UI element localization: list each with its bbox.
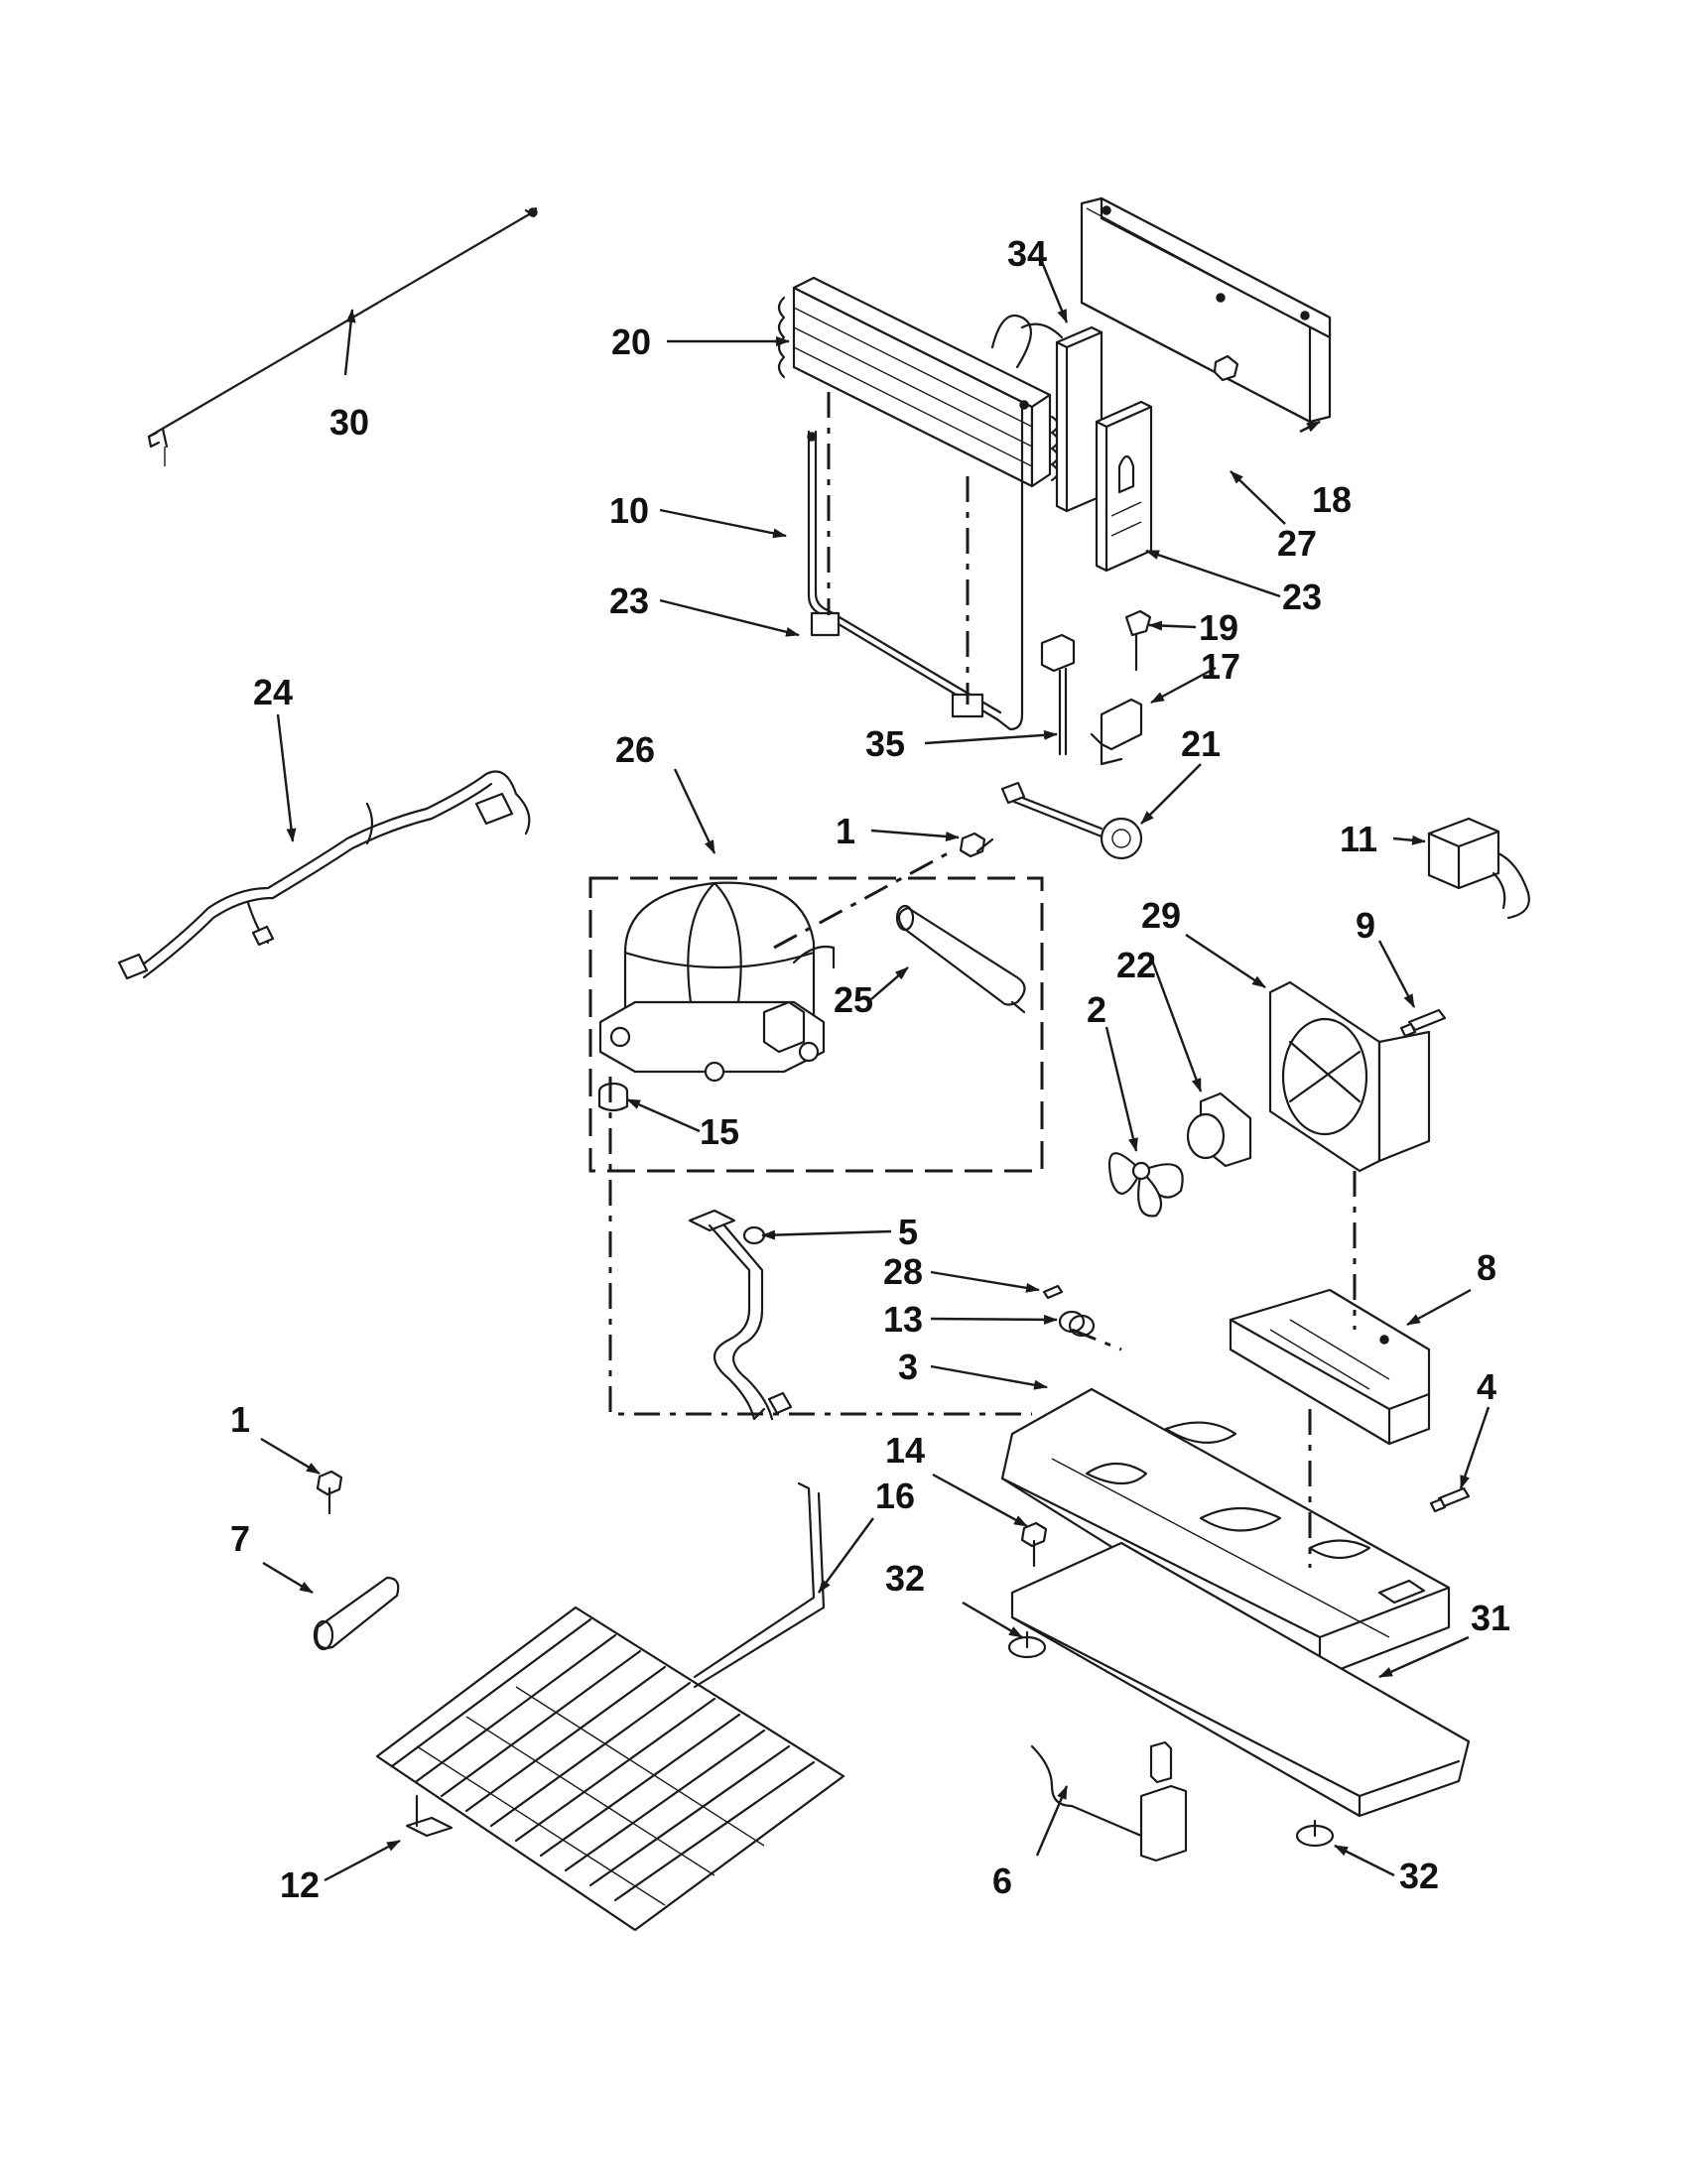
callout-29: 29 <box>1141 895 1181 936</box>
callout-12: 12 <box>280 1864 320 1905</box>
callout-1-upper: 1 <box>836 811 855 851</box>
callout-32-lower: 32 <box>1399 1856 1439 1896</box>
part-relay-11 <box>1427 817 1530 920</box>
part-fan-motor-22 <box>1186 1092 1252 1168</box>
part-bracket-23 <box>1095 400 1153 573</box>
part-sleeve-7 <box>313 1576 400 1651</box>
part-plug-28 <box>1042 1284 1064 1300</box>
part-grommet-13 <box>1058 1310 1096 1338</box>
callout-7: 7 <box>230 1518 250 1559</box>
callout-21: 21 <box>1181 723 1221 764</box>
part-clip-12 <box>405 1794 454 1838</box>
callout-labels: 30 20 34 18 27 10 23 23 19 17 35 21 24 2… <box>230 233 1510 1905</box>
part-foot-32-lower <box>1295 1819 1335 1848</box>
part-foot-32-upper <box>1007 1630 1047 1659</box>
assembly-lines <box>608 392 1357 1568</box>
part-screw-1-upper <box>959 832 994 858</box>
callout-15: 15 <box>700 1111 739 1152</box>
part-drain-pan-8 <box>1229 1288 1431 1446</box>
callout-19: 19 <box>1199 607 1238 648</box>
callout-31: 31 <box>1471 1598 1510 1638</box>
part-screw-14 <box>1020 1521 1048 1568</box>
callout-1-lower: 1 <box>230 1399 250 1440</box>
part-screw-4 <box>1429 1486 1471 1513</box>
part-grommet-15 <box>597 1082 629 1112</box>
callout-28: 28 <box>883 1251 923 1292</box>
part-fan-blade-2 <box>1107 1152 1184 1218</box>
callout-32-upper: 32 <box>885 1558 925 1599</box>
leader-arrows <box>260 261 1491 1882</box>
callout-10: 10 <box>609 490 649 531</box>
callout-2: 2 <box>1087 989 1106 1030</box>
callout-27: 27 <box>1277 523 1317 564</box>
part-drier-25 <box>895 904 1026 1014</box>
callout-14: 14 <box>885 1430 925 1471</box>
callout-20: 20 <box>611 321 651 362</box>
part-sensor-35 <box>1040 633 1076 756</box>
callout-34: 34 <box>1007 233 1047 274</box>
callout-23-left: 23 <box>609 580 649 621</box>
part-cover-31 <box>1010 1541 1471 1818</box>
part-thermostat-6 <box>1030 1740 1188 1863</box>
part-clip-27 <box>1213 354 1239 382</box>
callout-16: 16 <box>875 1476 915 1516</box>
part-insulation-34 <box>1055 325 1103 513</box>
part-harness-21 <box>1000 781 1143 860</box>
callout-4: 4 <box>1477 1366 1496 1407</box>
part-condenser-grid-16 <box>375 1481 845 1932</box>
part-screw-1-lower <box>316 1470 343 1515</box>
part-fan-shroud-29 <box>1268 980 1431 1173</box>
callout-9: 9 <box>1356 905 1375 946</box>
part-bracket-17 <box>1090 698 1143 766</box>
callout-35: 35 <box>865 723 905 764</box>
part-wire-harness-24 <box>117 770 531 980</box>
callout-30: 30 <box>329 402 369 443</box>
callout-25: 25 <box>834 979 873 1020</box>
part-wire-harness-30 <box>147 206 538 466</box>
part-housing-18 <box>1080 196 1332 424</box>
part-compressor-26 <box>588 876 1044 1173</box>
callout-8: 8 <box>1477 1247 1496 1288</box>
callout-18: 18 <box>1312 479 1352 520</box>
callout-26: 26 <box>615 729 655 770</box>
callout-6: 6 <box>992 1861 1012 1901</box>
part-screw-9 <box>1399 1008 1447 1038</box>
part-condenser-20 <box>777 276 1064 488</box>
callout-13: 13 <box>883 1299 923 1340</box>
callout-3: 3 <box>898 1347 918 1387</box>
callout-23-right: 23 <box>1282 577 1322 617</box>
callout-24: 24 <box>253 672 293 712</box>
callout-22: 22 <box>1116 945 1156 985</box>
callout-5: 5 <box>898 1212 918 1252</box>
part-screw-19 <box>1124 609 1152 672</box>
callout-11: 11 <box>1340 819 1377 859</box>
callout-17: 17 <box>1201 646 1240 687</box>
part-drain-tube-5 <box>688 1209 793 1421</box>
